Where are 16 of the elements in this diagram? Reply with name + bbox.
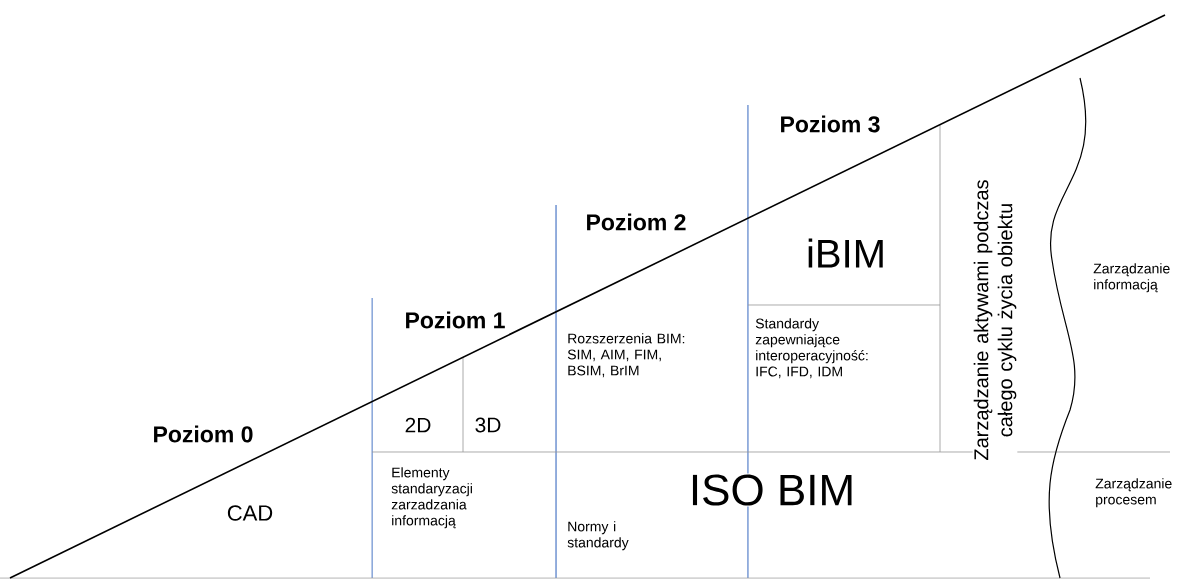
- cell-text: iBIM: [808, 238, 883, 268]
- rotated-text: Zarządzanie aktywami podczas całego cyklu życia obiektu: [972, 154, 1018, 486]
- cell-text: 3D: [475, 417, 501, 433]
- cell-text: 2D: [405, 417, 431, 433]
- cell-text: Zarządzanie informacją: [1093, 263, 1170, 293]
- cell-text: ISO BIM: [687, 473, 857, 507]
- level-heading: Poziom 1: [406, 311, 505, 329]
- cell-text: CAD: [227, 505, 273, 521]
- cell-text: Normy i standardy: [567, 521, 629, 551]
- level-heading: Poziom 3: [781, 115, 880, 133]
- cell-text: Elementy standaryzacji zarzadzania informacją: [391, 467, 472, 529]
- cell-text: Standardy zapewniające interoperacyjność: IFC, IFD, IDM: [755, 318, 868, 379]
- cell-text: Rozszerzenia BIM: SIM, AIM, FIM, BSIM, BrIM: [567, 333, 685, 378]
- level-heading: Poziom 2: [587, 213, 686, 231]
- level-heading: Poziom 0: [154, 425, 253, 443]
- cell-text: Zarządzanie procesem: [1095, 478, 1172, 508]
